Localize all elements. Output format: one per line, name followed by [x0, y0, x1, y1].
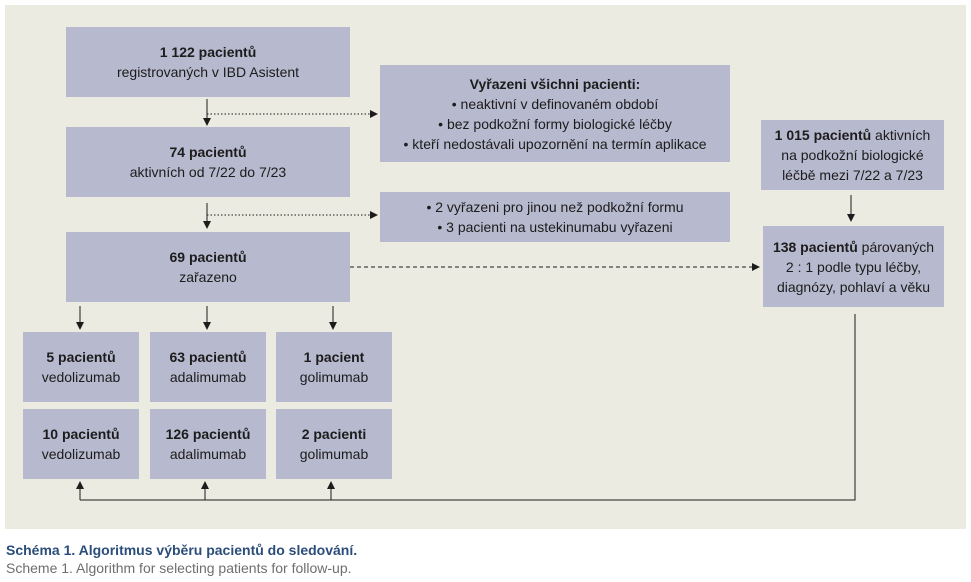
matched-return-line	[80, 314, 856, 501]
node-study-golimumab: 1 pacient golimumab	[276, 332, 392, 402]
caption-czech: Schéma 1. Algoritmus výběru pacientů do …	[6, 542, 358, 558]
node-control-pool-text: aktivních	[871, 127, 931, 143]
node-excluded-all-title: Vyřazeni všichni pacienti:	[469, 75, 641, 92]
node-control-vedolizumab-drug: vedolizumab	[41, 446, 121, 462]
node-control-adalimumab-count: 126 pacientů	[165, 426, 251, 442]
figure-caption: Schéma 1. Algoritmus výběru pacientů do …	[6, 541, 357, 577]
node-study-adalimumab-count: 63 pacientů	[169, 349, 247, 365]
node-matched-text: párovaných	[857, 238, 935, 255]
node-enrolled-text: zařazeno	[179, 269, 237, 285]
node-excluded-all-item: • bez podkožní formy biologické léčby	[438, 115, 672, 132]
node-control-pool: 1 015 pacientů aktivních na podkožní bio…	[761, 120, 944, 190]
node-registered-count: 1 122 pacientů	[159, 44, 257, 60]
node-excluded-two-item: • 2 vyřazeni pro jinou než podkožní form…	[426, 199, 684, 215]
node-active: 74 pacientů aktivních od 7/22 do 7/23	[66, 127, 350, 197]
node-enrolled: 69 pacientů zařazeno	[66, 232, 350, 302]
node-study-golimumab-count: 1 pacient	[303, 349, 365, 365]
node-matched-text: 2 : 1 podle typu léčby,	[785, 258, 922, 275]
node-excluded-two: • 2 vyřazeni pro jinou než podkožní form…	[380, 192, 730, 242]
node-active-text: aktivních od 7/22 do 7/23	[129, 164, 287, 180]
node-active-count: 74 pacientů	[169, 144, 247, 160]
node-excluded-all-item: • kteří nedostávali upozornění na termín…	[403, 135, 707, 152]
caption-english: Scheme 1. Algorithm for selecting patien…	[6, 560, 352, 576]
node-excluded-two-item: • 3 pacienti na ustekinumabu vyřazeni	[437, 219, 673, 235]
node-study-vedolizumab-drug: vedolizumab	[41, 369, 121, 385]
node-control-vedolizumab-count: 10 pacientů	[42, 426, 120, 442]
node-enrolled-count: 69 pacientů	[169, 249, 247, 265]
node-study-vedolizumab: 5 pacientů vedolizumab	[23, 332, 139, 402]
node-control-pool-text: na podkožní biologické	[781, 147, 924, 163]
node-control-pool-count: 1 015 pacientů	[774, 127, 872, 143]
node-study-golimumab-drug: golimumab	[299, 369, 369, 385]
node-excluded-all-item: • neaktivní v definovaném období	[451, 95, 659, 112]
node-registered: 1 122 pacientů registrovaných v IBD Asis…	[66, 27, 350, 97]
node-control-golimumab-count: 2 pacienti	[301, 426, 367, 442]
node-matched-count: 138 pacientů	[772, 238, 858, 255]
node-study-adalimumab-drug: adalimumab	[169, 369, 247, 385]
node-control-adalimumab: 126 pacientů adalimumab	[150, 409, 266, 479]
node-control-pool-text: léčbě mezi 7/22 a 7/23	[782, 167, 923, 183]
node-registered-text: registrovaných v IBD Asistent	[116, 64, 300, 80]
node-control-vedolizumab: 10 pacientů vedolizumab	[23, 409, 139, 479]
node-study-adalimumab: 63 pacientů adalimumab	[150, 332, 266, 402]
node-excluded-all: Vyřazeni všichni pacienti: • neaktivní v…	[380, 65, 730, 162]
node-matched: 138 pacientů párovaných 2 : 1 podle typu…	[763, 226, 944, 307]
node-control-golimumab-drug: golimumab	[299, 446, 369, 462]
node-control-adalimumab-drug: adalimumab	[169, 446, 247, 462]
node-control-golimumab: 2 pacienti golimumab	[276, 409, 392, 479]
node-matched-text: diagnózy, pohlaví a věku	[776, 278, 931, 295]
node-study-vedolizumab-count: 5 pacientů	[46, 349, 116, 365]
